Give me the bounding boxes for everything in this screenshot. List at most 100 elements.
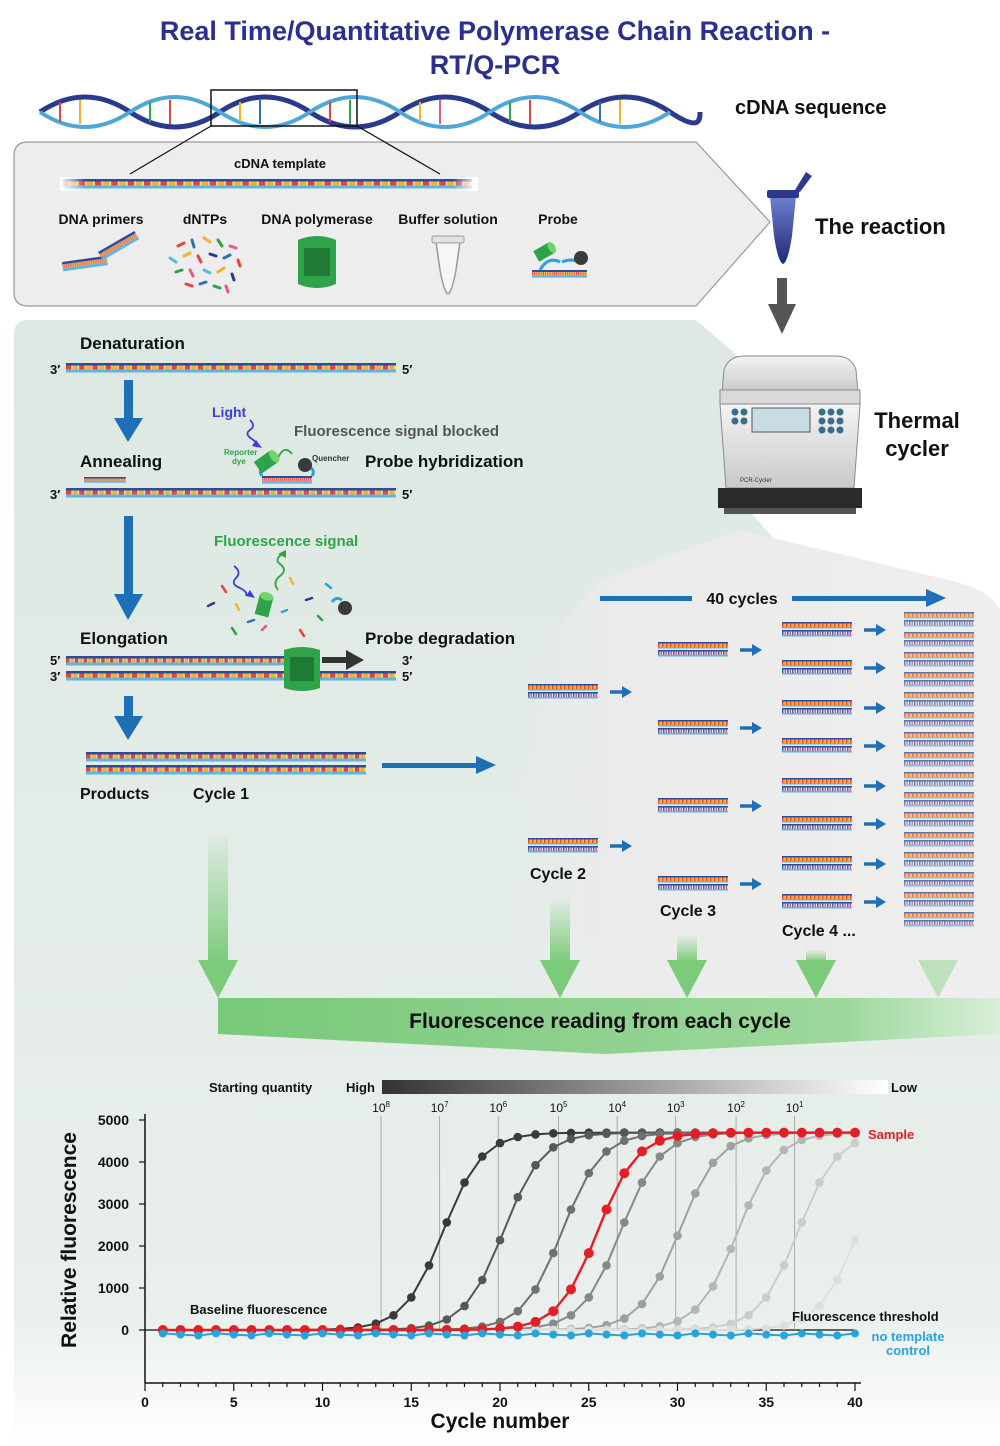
series-point [602,1129,611,1138]
series-point [709,1330,717,1339]
x-tick-label: 15 [403,1394,419,1410]
x-axis-label: Cycle number [431,1410,570,1433]
series-point [425,1329,433,1338]
series-point [797,1218,807,1227]
series-point [708,1282,718,1291]
series-point [549,1248,558,1258]
cycle4-label: Cycle 4 ... [782,923,856,940]
green-down-arrows [198,836,958,998]
x-tick-label: 20 [492,1394,508,1410]
series-point [318,1329,327,1338]
series-point [513,1306,523,1316]
series-point [442,1218,452,1227]
series-point [797,1315,807,1324]
series-point [478,1152,487,1161]
series-point [478,1275,487,1285]
series-point [814,1127,825,1138]
annealed-primer [84,477,126,483]
hybridized-probe [253,450,315,484]
series-point [354,1331,362,1340]
x-tick-label: 25 [581,1394,597,1410]
series-point [584,1293,594,1302]
y-axis-label: Relative fluorescence [58,1132,81,1348]
anneal-end-5: 5′ [402,487,412,502]
component-dna-primers: DNA primers [58,211,143,227]
baseline-annotation: Baseline fluorescence [190,1302,327,1317]
series-point [673,1231,682,1240]
chart-series [157,1127,860,1340]
series-point [407,1331,416,1340]
series-point [566,1205,576,1214]
series-point [672,1131,683,1141]
cycle3-label: Cycle 3 [660,903,716,920]
series-point [796,1127,807,1138]
step-denaturation: Denaturation [80,334,185,353]
series-point [549,1143,558,1152]
cycles-panel [500,530,1000,1000]
series-point [602,1261,611,1270]
series-point [530,1316,541,1327]
series-line [162,1332,856,1337]
series-point [708,1128,718,1139]
series-point [620,1331,629,1340]
series-point [708,1158,718,1168]
series-point [460,1178,469,1187]
series-point [566,1284,576,1295]
arrow-to-cycler [768,278,796,334]
series-point [531,1160,540,1170]
series-point [726,1331,735,1340]
y-tick-label: 0 [121,1322,129,1338]
series-point [619,1168,630,1179]
series-point [567,1331,575,1340]
fluorescence-blocked-label: Fluorescence signal blocked [294,423,499,440]
series-point [442,1330,451,1339]
series-point [691,1329,700,1338]
y-tick-label: 4000 [98,1154,129,1170]
light-label: Light [212,404,247,420]
cycle2-label: Cycle 2 [530,866,586,883]
series-point [300,1331,309,1340]
series-point [673,1316,682,1326]
step-elongation: Elongation [80,629,168,648]
series-point [654,1135,665,1146]
series-point [548,1306,559,1317]
series-point [815,1330,824,1339]
series-point [531,1329,540,1338]
component-buffer-solution: Buffer solution [398,211,498,227]
series-point [583,1248,594,1259]
series-point [850,1127,860,1138]
series-point [797,1135,807,1145]
cycler-device-label: PCR-Cycler [740,478,772,484]
ntc-annotation-line2: control [886,1343,930,1358]
elongation-direction-arrow [322,650,364,670]
component-probe: Probe [538,211,578,227]
series-point [780,1331,788,1340]
series-point [531,1130,540,1139]
series-point [815,1178,824,1187]
x-tick-label: 10 [315,1394,331,1410]
quantity-high-label: High [346,1080,375,1095]
series-point [655,1152,665,1161]
x-tick-label: 30 [670,1394,686,1410]
series-point [389,1330,398,1339]
anneal-end-3: 3′ [50,487,60,502]
y-tick-label: 1000 [98,1280,129,1296]
page-title-line2: RT/Q-PCR [430,50,561,80]
series-point [212,1329,220,1338]
series-point [779,1145,789,1155]
series-point [744,1329,753,1338]
series-point [371,1329,380,1338]
cycle1-label: Cycle 1 [193,786,249,803]
arrow-anneal-to-elong [114,516,143,620]
series-point [549,1330,558,1339]
series-point [762,1166,771,1175]
series-point [726,1319,736,1328]
cdna-sequence-label: cDNA sequence [735,97,887,119]
x-tick-label: 0 [141,1394,149,1410]
fluorescence-reading-label: Fluorescence reading from each cycle [409,1010,791,1033]
series-point [407,1293,416,1302]
series-point [176,1330,185,1339]
series-line [162,1131,855,1332]
series-point [460,1331,469,1340]
amplification-chart: Starting quantity High Low 0100020003000… [58,1080,944,1433]
